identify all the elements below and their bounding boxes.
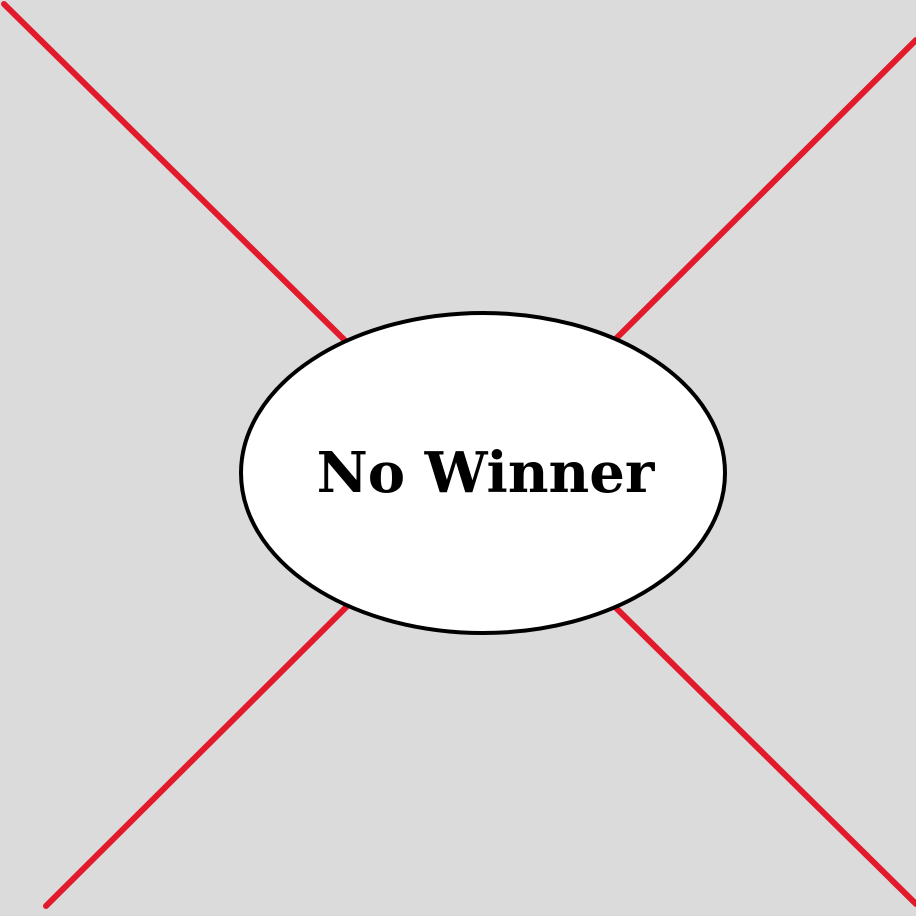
result-oval <box>239 311 727 635</box>
result-text: No Winner <box>316 440 655 506</box>
